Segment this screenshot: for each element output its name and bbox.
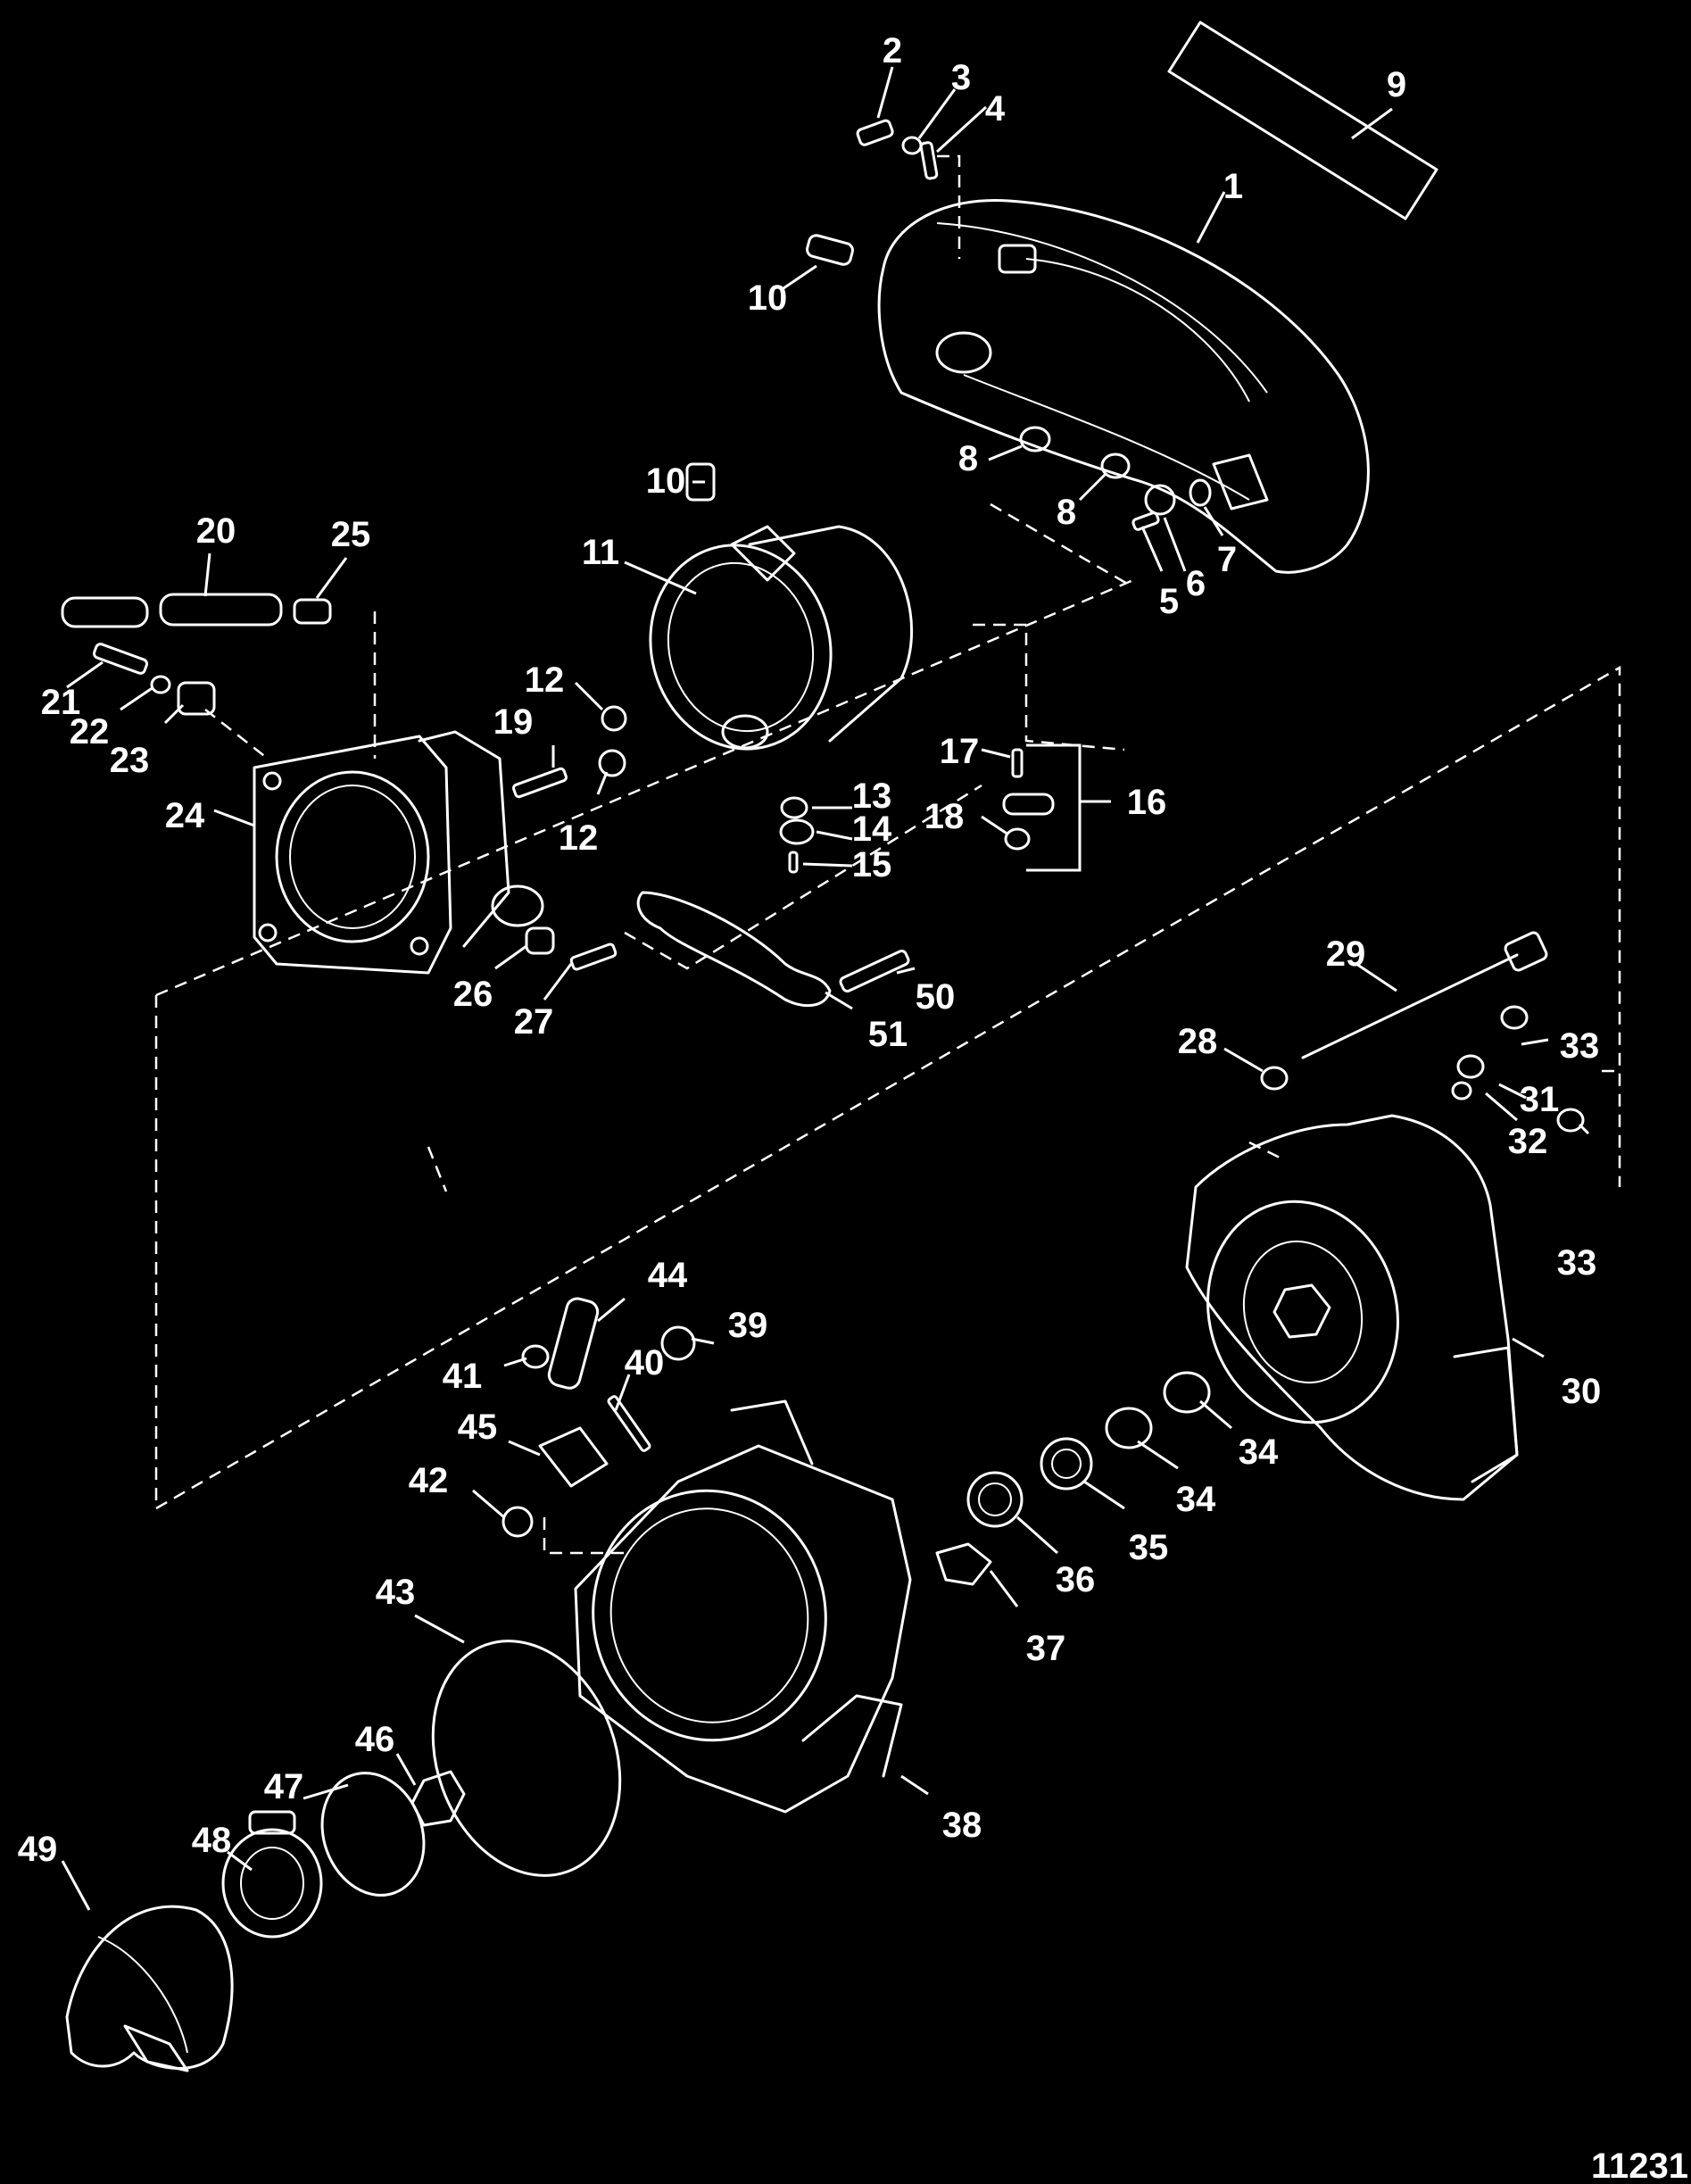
callout-9: 9 xyxy=(1387,65,1406,104)
callout-23: 23 xyxy=(110,741,150,780)
callout-28: 28 xyxy=(1178,1022,1218,1061)
long-bolt xyxy=(1260,931,1585,1133)
steering-nozzle xyxy=(877,198,1370,574)
callout-46: 46 xyxy=(355,1720,395,1759)
pump-housing xyxy=(1185,1114,1519,1501)
pins xyxy=(61,593,332,628)
callout-22: 22 xyxy=(70,712,110,752)
callout-12a: 12 xyxy=(525,660,565,700)
callout-13: 13 xyxy=(852,776,892,816)
callout-19: 19 xyxy=(493,702,534,742)
callout-40: 40 xyxy=(625,1343,665,1383)
impeller xyxy=(65,1905,234,2072)
leader-lines xyxy=(61,66,1590,1911)
callout-50: 50 xyxy=(916,977,956,1017)
callout-14: 14 xyxy=(852,810,892,849)
callout-25: 25 xyxy=(331,515,371,554)
callout-48: 48 xyxy=(192,1821,232,1860)
callout-51: 51 xyxy=(868,1015,908,1054)
impeller-hub xyxy=(221,1810,323,1939)
callout-21: 21 xyxy=(41,683,81,722)
callout-34a: 34 xyxy=(1239,1432,1279,1472)
callout-33a: 33 xyxy=(1560,1026,1600,1066)
callout-2: 2 xyxy=(883,31,902,71)
callout-39: 39 xyxy=(728,1306,768,1345)
callout-24: 24 xyxy=(165,796,205,835)
callout-12b: 12 xyxy=(559,818,599,858)
callout-7: 7 xyxy=(1217,540,1237,579)
callout-27: 27 xyxy=(514,1002,554,1042)
callout-6: 6 xyxy=(1186,564,1206,603)
callout-32: 32 xyxy=(1508,1122,1548,1161)
hardware-lower xyxy=(501,1297,696,1538)
wear-ring-housing xyxy=(574,1399,912,1814)
callout-34b: 34 xyxy=(1176,1480,1216,1519)
callout-44: 44 xyxy=(648,1256,688,1295)
callout-31: 31 xyxy=(1520,1080,1560,1119)
callout-3: 3 xyxy=(951,58,971,97)
steering-sleeve xyxy=(649,462,914,751)
callout-8a: 8 xyxy=(958,439,978,478)
hardware-left xyxy=(92,643,216,716)
assembly-lines xyxy=(154,154,1621,1555)
hardware-top xyxy=(806,119,1212,531)
trim-arm xyxy=(636,891,832,1008)
callout-43: 43 xyxy=(376,1573,416,1612)
callout-15: 15 xyxy=(852,845,892,884)
callout-17: 17 xyxy=(940,732,980,771)
callout-1: 1 xyxy=(1223,167,1243,206)
figure-id: 11231 xyxy=(1591,2147,1688,2184)
callout-36: 36 xyxy=(1056,1560,1096,1599)
callout-5: 5 xyxy=(1159,582,1179,621)
callout-42: 42 xyxy=(409,1461,449,1500)
callout-37: 37 xyxy=(1026,1629,1066,1668)
callout-11: 11 xyxy=(582,533,619,572)
callout-35: 35 xyxy=(1129,1528,1169,1567)
callout-33b: 33 xyxy=(1557,1243,1597,1283)
callout-4: 4 xyxy=(985,89,1006,129)
callout-49: 49 xyxy=(18,1830,58,1869)
callout-30: 30 xyxy=(1562,1372,1602,1411)
nozzle-housing xyxy=(253,730,544,975)
callout-18: 18 xyxy=(924,797,965,836)
callout-47: 47 xyxy=(264,1767,304,1806)
callout-10a: 10 xyxy=(748,278,788,318)
callouts: 1 2 3 4 5 6 7 8 8 9 10 10 11 12 12 13 14… xyxy=(18,31,1602,1869)
impeller-nut xyxy=(410,1770,466,1827)
small-o-ring xyxy=(320,1772,426,1897)
large-o-ring xyxy=(431,1640,622,1877)
callout-26: 26 xyxy=(453,975,493,1014)
hardware-middle xyxy=(512,705,1055,993)
callout-20: 20 xyxy=(196,511,236,551)
decal-box xyxy=(1167,21,1438,220)
bushings-seals xyxy=(935,1371,1211,1586)
callout-29: 29 xyxy=(1326,934,1366,974)
callout-16: 16 xyxy=(1127,783,1167,822)
callout-45: 45 xyxy=(458,1408,498,1447)
callout-10b: 10 xyxy=(646,461,686,501)
callout-8b: 8 xyxy=(1057,493,1076,532)
callout-38: 38 xyxy=(942,1806,982,1845)
callout-41: 41 xyxy=(443,1357,483,1396)
